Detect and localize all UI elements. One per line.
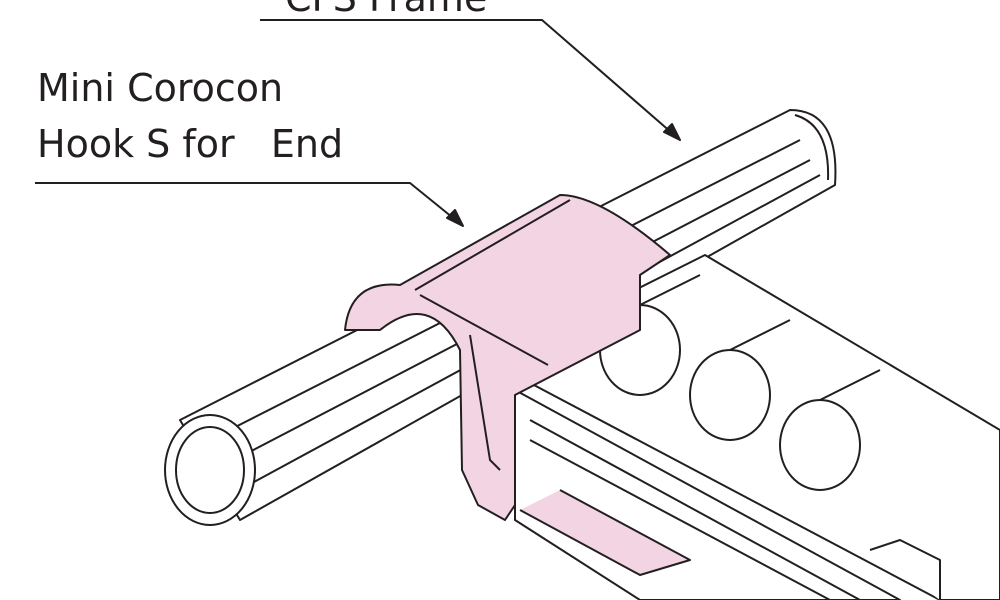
- hook-label-line2: Hook S for End: [37, 122, 344, 166]
- frame-leader-line: [260, 19, 681, 141]
- frame-label: CFS Frame: [285, 0, 487, 20]
- hook-label-line1: Mini Corocon: [37, 66, 284, 110]
- hook-leader-line: [35, 182, 464, 227]
- mini-corocon-hook: [344, 194, 691, 576]
